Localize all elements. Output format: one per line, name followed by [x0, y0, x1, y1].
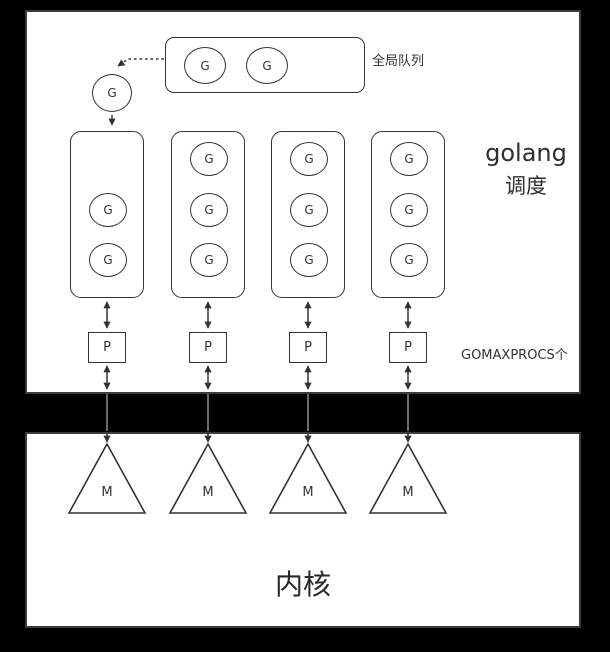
- goroutine-circle: G: [390, 142, 428, 176]
- global-queue-label: 全局队列: [372, 54, 425, 69]
- goroutine-circle: G: [390, 243, 428, 277]
- goroutine-label: G: [304, 203, 314, 217]
- goroutine-label: G: [404, 152, 414, 166]
- goroutine-circle: G: [290, 193, 328, 227]
- local-run-queue-4: G G G: [371, 131, 445, 298]
- machine-label: M: [101, 485, 113, 500]
- kernel-label: 内核: [274, 568, 331, 601]
- goroutine-circle: G: [290, 243, 328, 277]
- machine-label: M: [302, 485, 314, 500]
- machine-label: M: [202, 485, 214, 500]
- goroutine-circle-incoming: G: [92, 74, 132, 112]
- goroutine-label: G: [404, 253, 414, 267]
- goroutine-circle: G: [190, 243, 228, 277]
- processor-box-2: P: [189, 332, 227, 363]
- global-run-queue: G G: [165, 37, 365, 93]
- goroutine-circle: G: [190, 142, 228, 176]
- goroutine-label: G: [262, 58, 272, 73]
- goroutine-circle: G: [89, 193, 127, 227]
- goroutine-label: G: [204, 253, 214, 267]
- machine-label: M: [402, 485, 414, 500]
- goroutine-label: G: [404, 203, 414, 217]
- goroutine-circle: G: [190, 193, 228, 227]
- scheduler-title-line1: golang: [485, 139, 567, 167]
- goroutine-label: G: [204, 203, 214, 217]
- goroutine-circle: G: [246, 47, 288, 84]
- goroutine-label: G: [103, 253, 113, 267]
- local-run-queue-1: G G: [70, 131, 144, 298]
- goroutine-circle: G: [184, 47, 226, 84]
- processor-label: P: [304, 340, 312, 355]
- scheduler-title-line2: 调度: [505, 174, 547, 198]
- processor-label: P: [404, 340, 412, 355]
- goroutine-label: G: [304, 253, 314, 267]
- goroutine-label: G: [107, 86, 117, 100]
- processor-box-4: P: [389, 332, 427, 363]
- local-run-queue-2: G G G: [171, 131, 245, 298]
- goroutine-label: G: [204, 152, 214, 166]
- goroutine-circle: G: [290, 142, 328, 176]
- goroutine-circle: G: [390, 193, 428, 227]
- goroutine-label: G: [200, 58, 210, 73]
- processor-label: P: [204, 340, 212, 355]
- goroutine-circle: G: [89, 243, 127, 277]
- goroutine-label: G: [103, 203, 113, 217]
- processor-label: P: [103, 340, 111, 355]
- processor-box-1: P: [88, 332, 126, 363]
- processor-box-3: P: [289, 332, 327, 363]
- goroutine-label: G: [304, 152, 314, 166]
- local-run-queue-3: G G G: [271, 131, 345, 298]
- gomaxprocs-label: GOMAXPROCS个: [461, 348, 568, 363]
